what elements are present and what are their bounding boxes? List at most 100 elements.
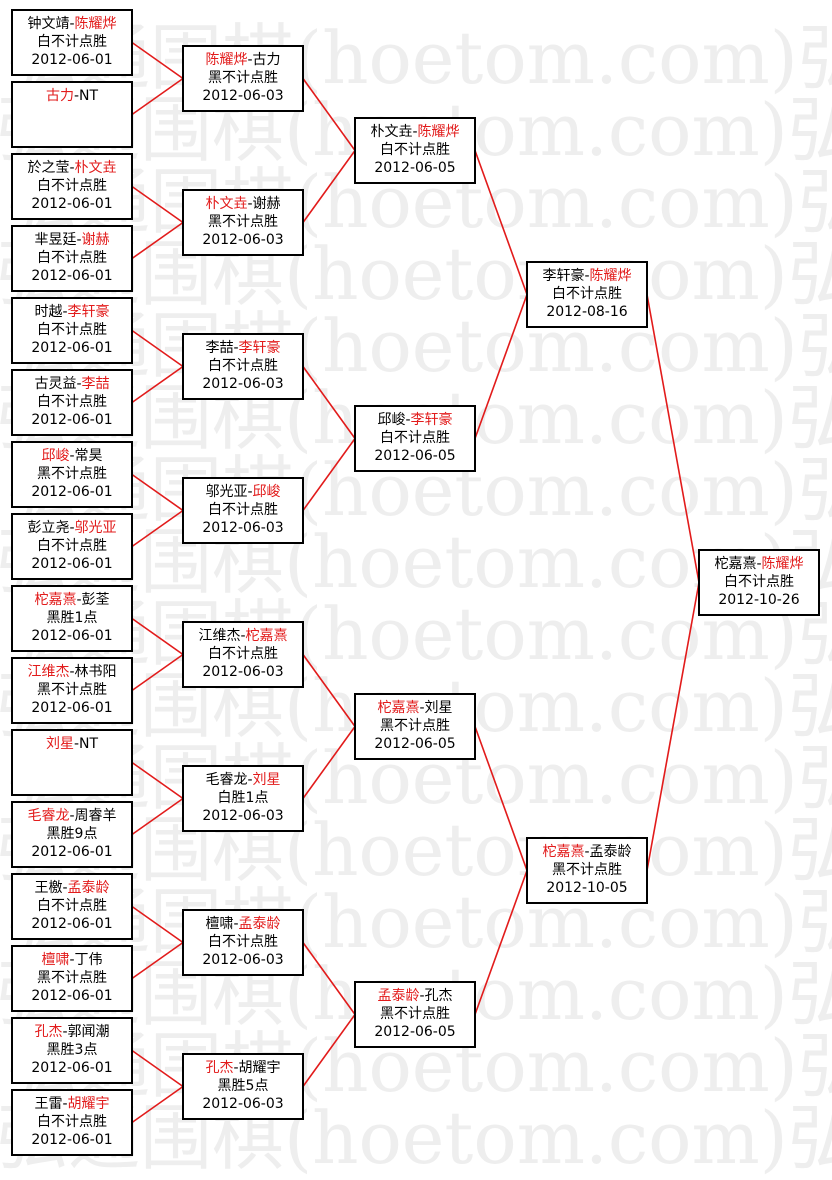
bracket-connector [131, 761, 184, 800]
player-name: 王檄 [34, 880, 63, 896]
match-players: 邱峻-常昊 [13, 447, 131, 465]
bracket-connector [474, 870, 528, 1015]
player-name: 邬光亚 [205, 484, 248, 500]
player-name: 柁嘉熹 [245, 628, 288, 644]
match-result: 黑胜5点 [217, 1078, 269, 1094]
match-players: 古力-NT [13, 87, 131, 105]
bracket-connector [131, 905, 184, 944]
match-date: 2012-06-03 [202, 808, 284, 824]
match-players: 檀啸-丁伟 [13, 951, 131, 969]
match-result: 黑胜3点 [46, 1042, 98, 1058]
player-name: 孔杰 [205, 1060, 234, 1076]
player-name: 朴文垚 [74, 160, 117, 176]
player-name: 王雷 [34, 1096, 63, 1112]
dash-separator: - [412, 124, 418, 140]
match-date: 2012-06-01 [31, 412, 113, 428]
player-name: 邱峻 [252, 484, 281, 500]
match-result: 白不计点胜 [208, 502, 278, 518]
player-name: 孟泰龄 [377, 988, 420, 1004]
player-name: 孔杰 [424, 988, 453, 1004]
dash-separator: - [233, 916, 239, 932]
bracket-connector [646, 294, 700, 583]
match-players: 江维杰-柁嘉熹 [184, 627, 302, 645]
dash-separator: - [419, 988, 425, 1004]
dash-separator: - [69, 448, 75, 464]
bracket-connector [131, 941, 184, 980]
match-date: 2012-06-01 [31, 1060, 113, 1076]
player-name: 李轩豪 [238, 340, 281, 356]
match-date: 2012-06-03 [202, 232, 284, 248]
player-name: 周睿羊 [74, 808, 117, 824]
match-result: 白不计点胜 [37, 178, 107, 194]
player-name: 李喆 [205, 340, 234, 356]
bracket-connector [302, 438, 356, 511]
match-players: 朴文垚-谢赫 [184, 195, 302, 213]
match-result: 白不计点胜 [208, 358, 278, 374]
match-players: 芈昱廷-谢赫 [13, 231, 131, 249]
match-date: 2012-06-03 [202, 520, 284, 536]
dash-separator: - [76, 592, 82, 608]
dash-separator: - [62, 1096, 68, 1112]
dash-separator: - [419, 700, 425, 716]
bracket-connector [474, 726, 528, 871]
player-name: 刘星 [252, 772, 281, 788]
match-result: 黑不计点胜 [208, 214, 278, 230]
match-box: 朴文垚-谢赫黑不计点胜 2012-06-03 [182, 189, 304, 256]
match-players: 柁嘉熹-刘星 [356, 699, 474, 717]
bracket-connector [131, 77, 184, 116]
match-date: 2012-06-01 [31, 268, 113, 284]
player-name: 於之莹 [27, 160, 70, 176]
match-players: 李轩豪-陈耀烨 [528, 267, 646, 285]
match-players: 王雷-胡耀宇 [13, 1095, 131, 1113]
dash-separator: - [73, 88, 80, 104]
match-result: 白不计点胜 [724, 574, 794, 590]
player-name: 谢赫 [252, 196, 281, 212]
player-name: 孟泰龄 [238, 916, 281, 932]
player-name: 李喆 [81, 376, 110, 392]
player-name: NT [79, 88, 99, 104]
match-result: 黑不计点胜 [37, 682, 107, 698]
bracket-connector [131, 1049, 184, 1088]
dash-separator: - [247, 196, 253, 212]
match-date: 2012-06-03 [202, 1096, 284, 1112]
match-players: 孔杰-胡耀宇 [184, 1059, 302, 1077]
bracket-connector [131, 329, 184, 368]
player-name: 毛睿龙 [27, 808, 70, 824]
dash-separator: - [62, 304, 68, 320]
bracket-connector [646, 582, 700, 871]
player-name: 李轩豪 [542, 268, 585, 284]
player-name: 江维杰 [27, 664, 70, 680]
bracket-connector [131, 221, 184, 260]
dash-separator: - [247, 52, 253, 68]
player-name: 邱峻 [377, 412, 406, 428]
match-box: 刘星-NT [11, 729, 133, 796]
player-name: 孟泰龄 [589, 844, 632, 860]
player-name: 檀啸 [205, 916, 234, 932]
bracket-connector [302, 150, 356, 223]
bracket-connector [302, 726, 356, 799]
match-date: 2012-06-01 [31, 340, 113, 356]
bracket-connector [131, 1085, 184, 1124]
bracket-connector [302, 654, 356, 727]
dash-separator: - [69, 808, 75, 824]
match-date: 2012-10-26 [718, 592, 800, 608]
match-date: 2012-08-16 [546, 304, 628, 320]
player-name: 柁嘉熹 [377, 700, 420, 716]
player-name: 毛睿龙 [205, 772, 248, 788]
dash-separator: - [73, 736, 80, 752]
match-players: 毛睿龙-刘星 [184, 771, 302, 789]
bracket-connector [302, 942, 356, 1015]
player-name: 陈耀烨 [417, 124, 460, 140]
dash-separator: - [62, 880, 68, 896]
player-name: 丁伟 [74, 952, 103, 968]
dash-separator: - [76, 232, 82, 248]
match-players: 王檄-孟泰龄 [13, 879, 131, 897]
